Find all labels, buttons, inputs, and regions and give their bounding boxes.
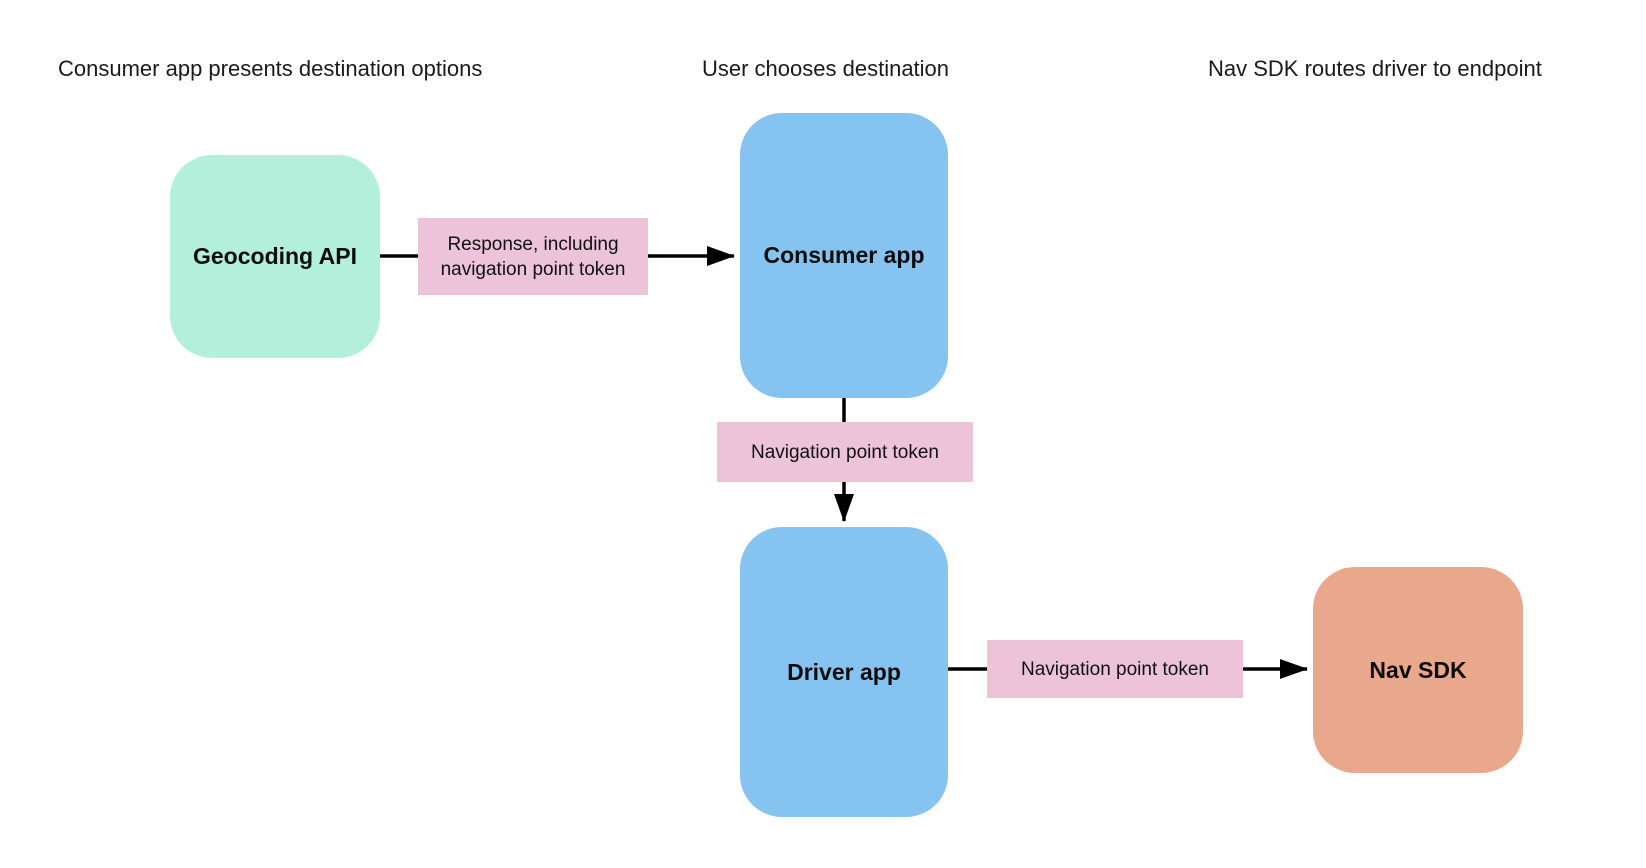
edge-label-navigation-point-token-driver-navsdk: Navigation point token [987,640,1243,698]
node-consumer-app: Consumer app [740,113,948,398]
edge-label-response-including-token: Response, including navigation point tok… [418,218,648,295]
column-header-navsdk-routes: Nav SDK routes driver to endpoint [1208,56,1542,81]
node-nav-sdk: Nav SDK [1313,567,1523,773]
column-header-consumer-presents: Consumer app presents destination option… [58,56,483,81]
column-header-user-chooses: User chooses destination [702,56,950,81]
node-geocoding-api: Geocoding API [170,155,380,358]
edge-label-navigation-point-token-consumer-driver: Navigation point token [717,422,973,482]
node-driver-app: Driver app [740,527,948,817]
